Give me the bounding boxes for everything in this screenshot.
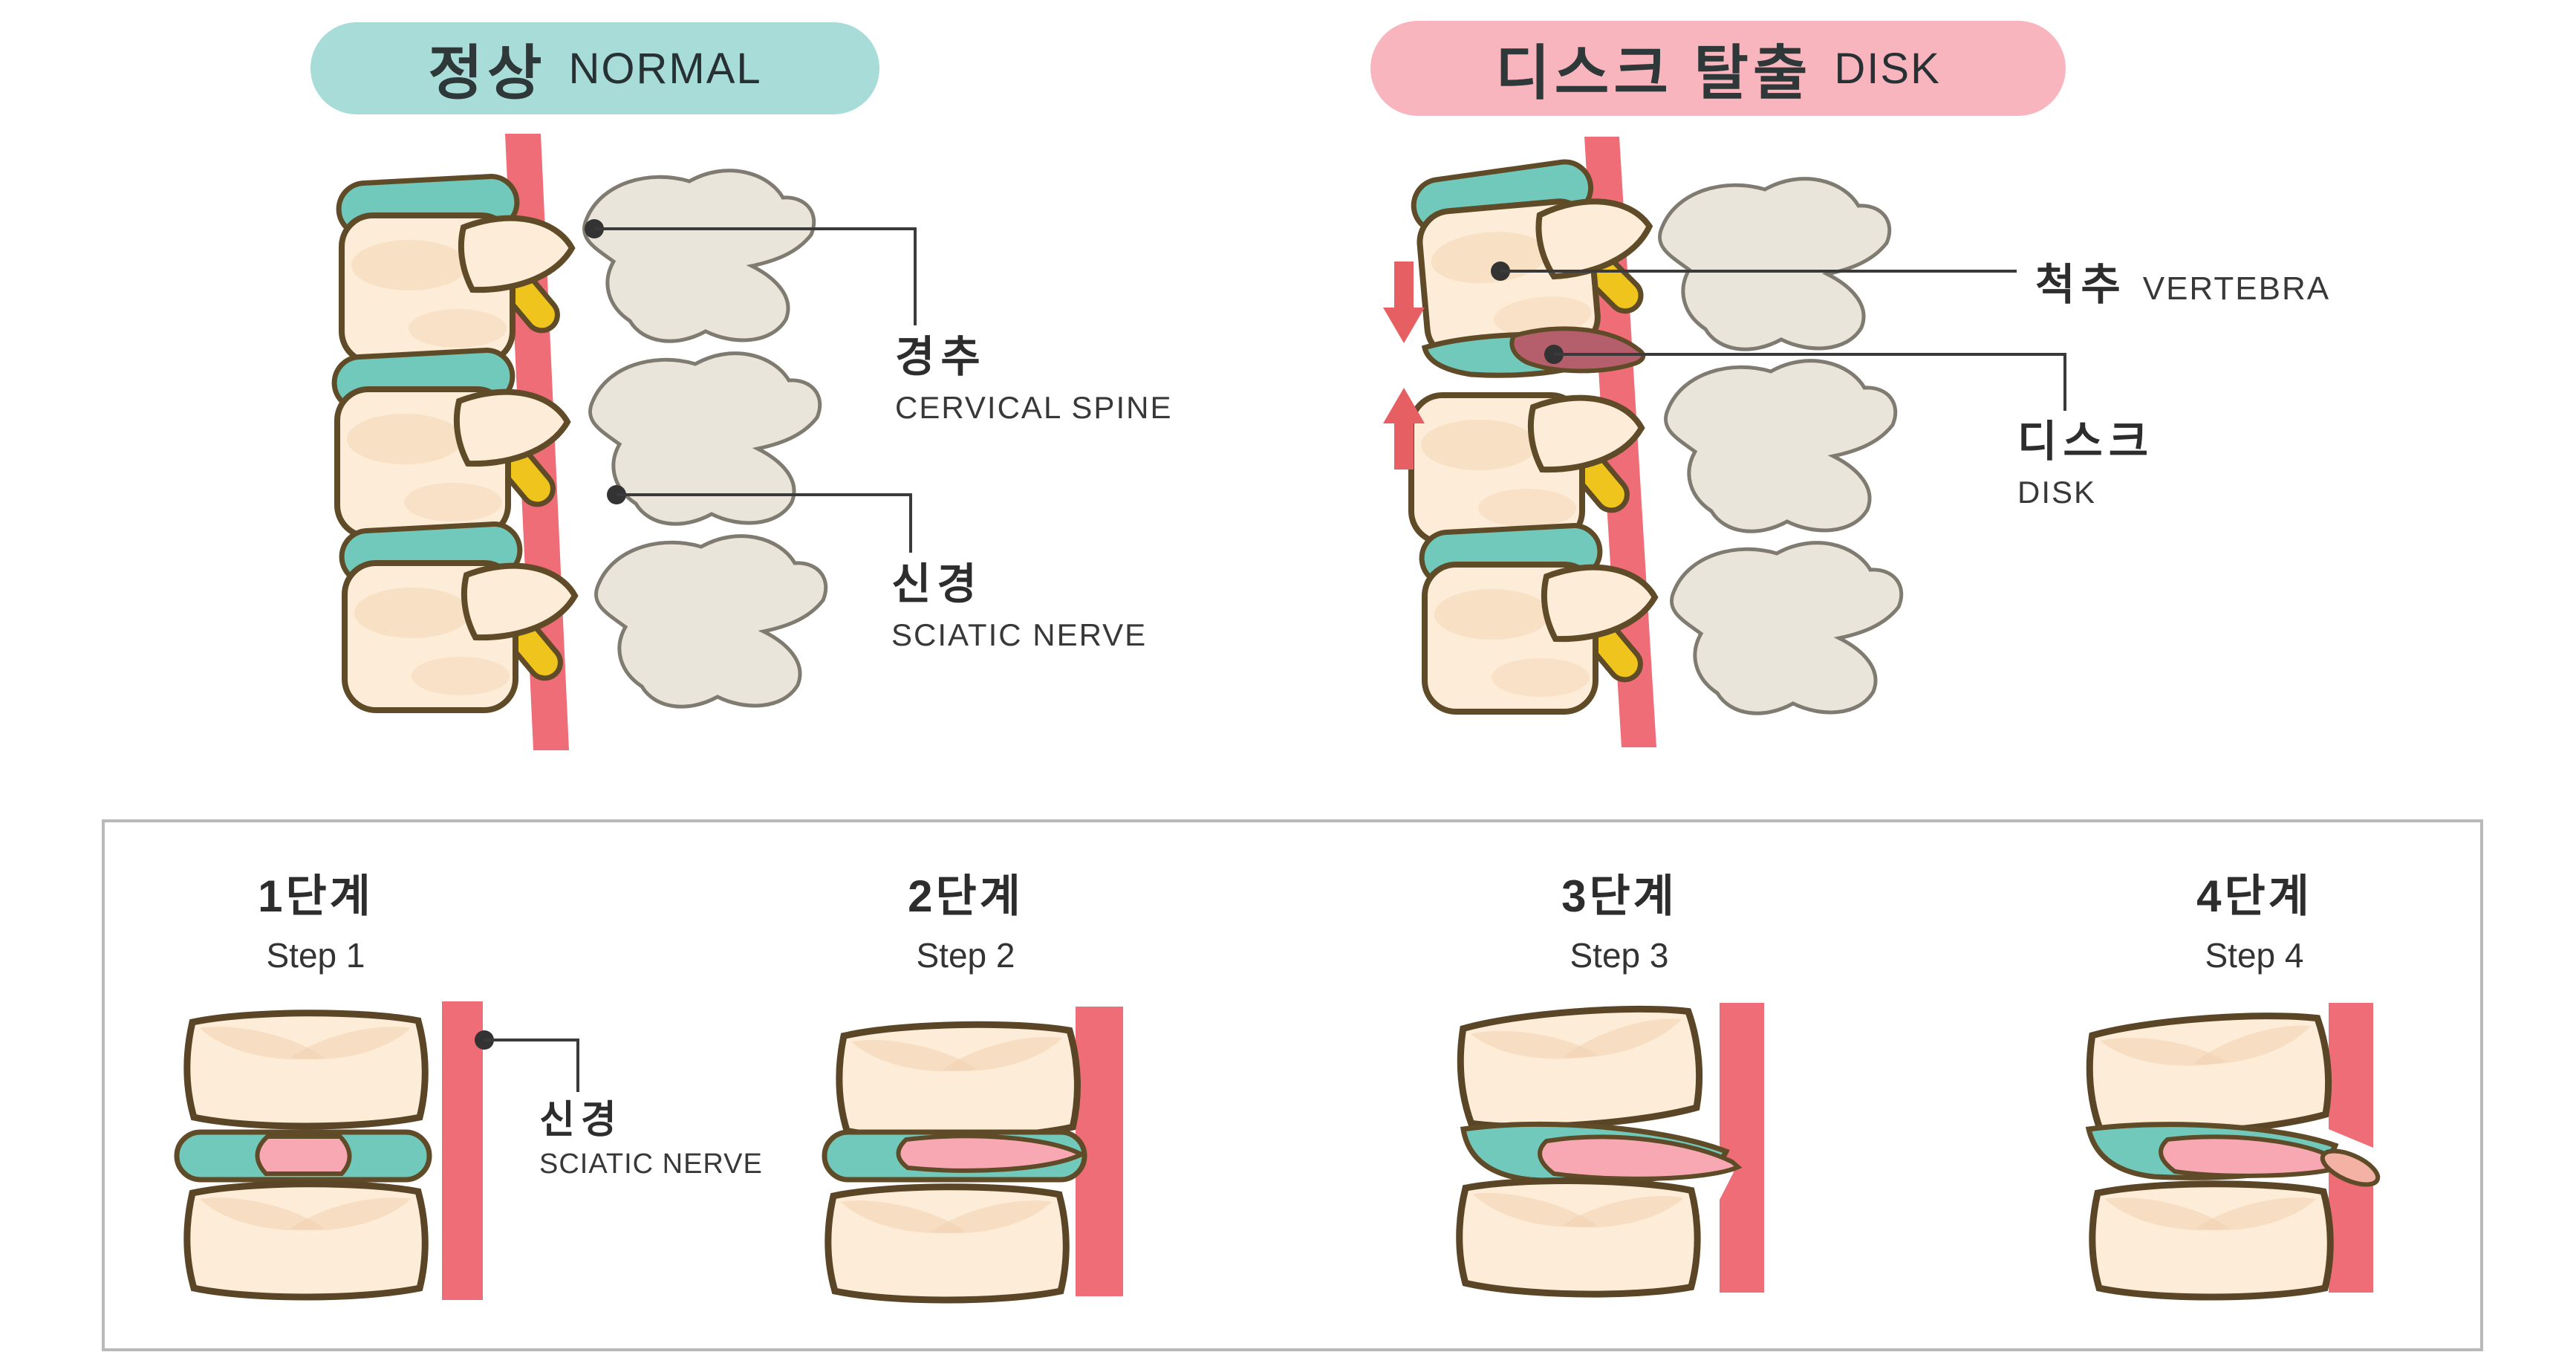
- step-1-english: Step 1: [266, 936, 365, 975]
- posterior-bone: [584, 171, 813, 342]
- step-3-figure: [1441, 988, 1764, 1330]
- leader-line: [594, 227, 917, 230]
- posterior-bone: [596, 536, 825, 707]
- step-nerve-label-korean: 신경: [539, 1099, 622, 1142]
- disk-label: 디스크 DISK: [2017, 420, 2154, 508]
- normal-spine-illustration: [149, 134, 862, 750]
- cervical-spine-label: 경추 CERVICAL SPINE: [895, 336, 1172, 423]
- herniated-disk-illustration: [1383, 137, 2110, 747]
- lower-vertebra: [1458, 1179, 1698, 1296]
- posterior-bone: [1665, 361, 1895, 532]
- step-nerve-label: 신경 SCIATIC NERVE: [539, 1101, 763, 1178]
- lower-vertebra: [2092, 1184, 2331, 1297]
- disk-label-english: DISK: [2017, 475, 2097, 510]
- vertebra-label-english: VERTEBRA: [2142, 270, 2331, 307]
- step-3-korean: 3단계: [1561, 871, 1677, 921]
- step-4-english: Step 4: [2205, 936, 2304, 975]
- upper-vertebra: [187, 1013, 426, 1126]
- step-4-korean: 4단계: [2196, 871, 2312, 921]
- leader-line: [484, 1039, 579, 1041]
- step-1-korean: 1단계: [258, 871, 374, 921]
- lower-vertebra: [828, 1187, 1067, 1300]
- compression-up-arrow-icon: [1383, 388, 1425, 469]
- step-3-english: Step 3: [1570, 936, 1669, 975]
- lower-vertebra: [187, 1184, 426, 1297]
- herniated-nucleus: [1509, 326, 1646, 374]
- normal-badge: 정상 NORMAL: [310, 22, 879, 114]
- extruding-nucleus: [2159, 1134, 2339, 1178]
- step-2-figure: [822, 1007, 1123, 1330]
- leader-line: [2063, 353, 2066, 411]
- normal-badge-english: NORMAL: [568, 44, 762, 93]
- nerve-band: [1720, 1003, 1764, 1293]
- normal-badge-korean: 정상: [428, 40, 547, 106]
- upper-vertebra: [2087, 1010, 2332, 1140]
- upper-vertebra: [839, 1023, 1079, 1140]
- step-nerve-label-english: SCIATIC NERVE: [539, 1148, 763, 1180]
- cervical-spine-label-korean: 경추: [895, 333, 986, 381]
- step-4-figure: [2072, 1003, 2381, 1330]
- vertebra-label-korean: 척추: [2035, 261, 2127, 309]
- bulging-nucleus: [896, 1134, 1087, 1173]
- vertebra-label: 척추 VERTEBRA: [2035, 250, 2330, 312]
- nucleus: [255, 1134, 352, 1176]
- disk-badge: 디스크 탈출 DISK: [1370, 21, 2066, 116]
- step-4-header: 4단계 Step 4: [2098, 860, 2410, 975]
- leader-line: [576, 1039, 579, 1092]
- leader-line: [617, 493, 912, 496]
- disk-badge-english: DISK: [1834, 44, 1941, 93]
- sciatic-nerve-label: 신경 SCIATIC NERVE: [891, 563, 1147, 651]
- disk-label-korean: 디스크: [2017, 417, 2155, 466]
- leader-line: [1500, 270, 2017, 273]
- compression-down-arrow-icon: [1383, 261, 1425, 343]
- sciatic-nerve-label-english: SCIATIC NERVE: [891, 617, 1148, 652]
- upper-vertebra: [1457, 1004, 1702, 1133]
- leader-line: [1554, 353, 2066, 356]
- cervical-spine-label-english: CERVICAL SPINE: [895, 390, 1173, 425]
- posterior-bone: [1659, 179, 1889, 350]
- leader-line: [914, 227, 917, 325]
- vertebra-segment: [1411, 395, 1642, 542]
- nerve-band: [442, 1001, 483, 1300]
- nerve-band: [1076, 1007, 1123, 1296]
- leader-line: [909, 493, 912, 553]
- step-1-figure: [174, 1001, 483, 1330]
- step-2-header: 2단계 Step 2: [810, 860, 1122, 975]
- sciatic-nerve-label-korean: 신경: [891, 560, 983, 608]
- step-2-korean: 2단계: [908, 871, 1024, 921]
- step-3-header: 3단계 Step 3: [1463, 860, 1775, 975]
- posterior-bone: [1671, 543, 1901, 714]
- protruding-nucleus: [1538, 1134, 1743, 1181]
- step-1-header: 1단계 Step 1: [160, 860, 472, 975]
- extruded-fragment: [2320, 1148, 2381, 1187]
- herniation-steps-panel: [102, 819, 2483, 1351]
- step-2-english: Step 2: [916, 936, 1015, 975]
- disk-badge-korean: 디스크 탈출: [1495, 40, 1812, 106]
